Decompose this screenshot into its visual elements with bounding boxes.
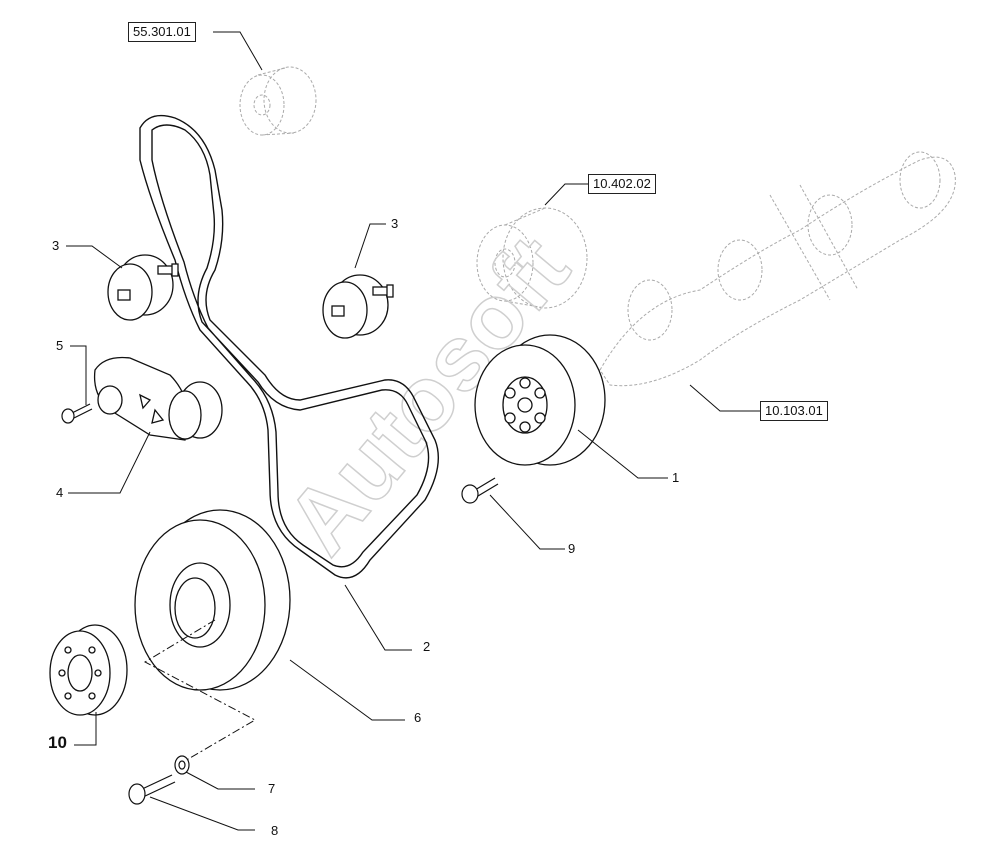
callout-3-left: 3 <box>52 238 60 253</box>
callout-7: 7 <box>268 781 276 796</box>
callout-9: 9 <box>568 541 576 556</box>
crank-pulley <box>474 334 606 466</box>
ghost-alternator <box>476 207 588 309</box>
belt-tensioner <box>93 356 223 441</box>
ghost-crankshaft <box>599 151 956 387</box>
ghost-pulley-top <box>239 66 317 136</box>
poly-v-belt <box>139 114 440 579</box>
bolt-8 <box>128 774 176 805</box>
callout-3-right: 3 <box>391 216 399 231</box>
idler-pulley-left <box>107 254 179 321</box>
idler-pulley-right <box>322 274 394 339</box>
callout-8: 8 <box>271 823 279 838</box>
hub-flange <box>49 624 128 716</box>
reference-box-right: 10.103.01 <box>760 401 828 421</box>
callout-2: 2 <box>423 639 431 654</box>
callout-5: 5 <box>56 338 64 353</box>
vibration-damper <box>134 509 291 691</box>
reference-box-middle: 10.402.02 <box>588 174 656 194</box>
callout-6: 6 <box>414 710 422 725</box>
reference-box-top: 55.301.01 <box>128 22 196 42</box>
callout-10: 10 <box>48 733 67 752</box>
bolt-9 <box>461 477 499 504</box>
leader-lines <box>66 31 760 831</box>
callout-1: 1 <box>672 470 680 485</box>
callout-4: 4 <box>56 485 64 500</box>
washer-7 <box>174 755 190 775</box>
bolt-5 <box>61 403 93 424</box>
